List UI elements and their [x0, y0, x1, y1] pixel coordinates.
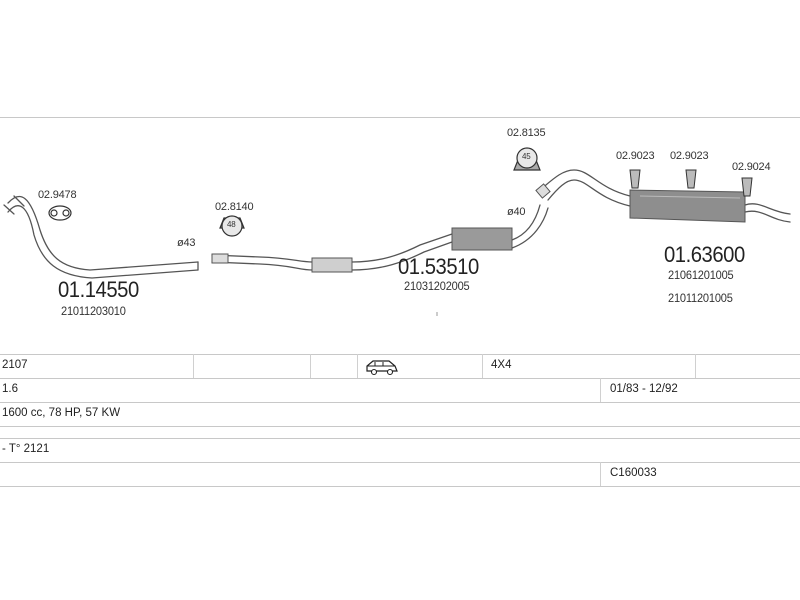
power-cell: 1600 cc, 78 HP, 57 KW	[2, 407, 121, 419]
rubber-mount-icon	[629, 169, 753, 197]
model-cell: 2107	[2, 359, 28, 371]
car-icon	[366, 360, 398, 376]
rubber-3-label: 02.9024	[732, 161, 771, 173]
rubber-2-label: 02.9023	[670, 150, 709, 162]
clamp-icon	[513, 147, 541, 171]
diameter-43-label: ø43	[177, 237, 196, 249]
diameter-40-label: ø40	[507, 206, 526, 218]
exhaust-diagram	[3, 147, 791, 316]
rubber-1-label: 02.9023	[616, 150, 655, 162]
front-pipe-lower	[7, 205, 199, 279]
clamp-mid-label: 02.8135	[507, 127, 546, 139]
gasket-front-label: 02.9478	[38, 189, 77, 201]
clamp-front-size: 48	[227, 220, 236, 229]
rear-silencer-oem-1: 21061201005	[668, 268, 734, 282]
clamp-mid-size: 45	[522, 152, 531, 161]
rear-silencer-oem-2: 21011201005	[668, 291, 733, 305]
rear-silencer-number: 01.63600	[664, 242, 745, 267]
gasket-icon	[48, 205, 72, 221]
front-pipe-oem: 21011203010	[61, 304, 126, 318]
rear-silencer-box	[629, 189, 746, 223]
catalog-code-cell: C160033	[610, 467, 657, 479]
middle-catalyst-box	[311, 227, 513, 273]
clamp-front-label: 02.8140	[215, 201, 254, 213]
clamp-icon	[219, 215, 245, 237]
front-pipe-upper	[7, 195, 199, 271]
top-border	[0, 117, 800, 118]
middle-pipe	[211, 254, 313, 263]
engine-cell: 1.6	[2, 383, 18, 395]
front-pipe-number: 01.14550	[58, 277, 139, 302]
middle-section-oem: 21031202005	[404, 279, 470, 293]
note-cell: - T° 2121	[2, 443, 50, 455]
middle-section-number: 01.53510	[398, 254, 479, 279]
years-cell: 01/83 - 12/92	[610, 383, 678, 395]
drive-cell: 4X4	[491, 359, 512, 371]
